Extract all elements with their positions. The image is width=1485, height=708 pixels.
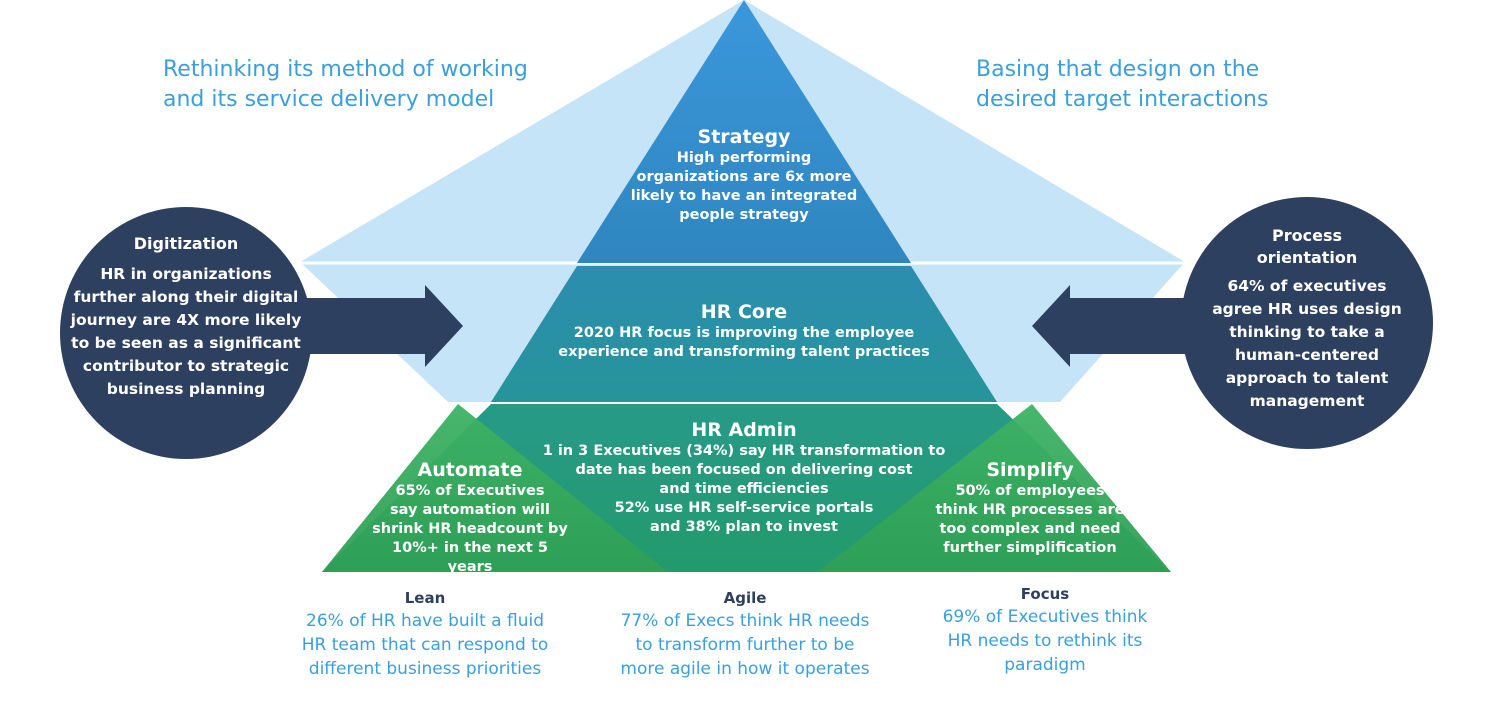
right-note-line: Basing that design on the: [976, 57, 1260, 82]
right-note-line: desired target interactions: [976, 87, 1269, 112]
process-orientation-line: thinking to take a: [1229, 323, 1385, 341]
simplify-line: 50% of employees: [955, 483, 1105, 499]
digitization-line: contributor to strategic: [82, 357, 290, 375]
lean-line: 26% of HR have built a fluid: [306, 611, 544, 631]
strategy-title: Strategy: [697, 126, 791, 148]
focus-line: 69% of Executives think: [942, 607, 1148, 627]
automate-label: Automate 65% of Executives say automatio…: [370, 458, 570, 577]
hr-admin-line: 1 in 3 Executives (34%) say HR transform…: [542, 443, 946, 459]
automate-segment: [322, 404, 668, 572]
process-orientation-text: Process orientation 64% of executives ag…: [1187, 225, 1427, 413]
agile-line: to transform further to be: [635, 635, 855, 655]
digitization-title: Digitization: [133, 234, 239, 253]
simplify-label: Simplify 50% of employees think HR proce…: [930, 458, 1130, 558]
strategy-line: organizations are 6x more: [636, 169, 852, 185]
lean-line: different business priorities: [308, 659, 542, 679]
focus-line: paradigm: [1004, 655, 1086, 675]
hr-admin-line: and time efficiencies: [659, 481, 829, 497]
agile-title: Agile: [723, 589, 767, 607]
process-orientation-line: management: [1249, 392, 1365, 410]
right-arrow-icon: [1032, 285, 1225, 367]
lean-block: Lean 26% of HR have built a fluid HR tea…: [280, 587, 570, 681]
simplify-segment: [818, 404, 1171, 572]
strategy-line: likely to have an integrated: [630, 188, 858, 204]
strategy-line: people strategy: [679, 207, 809, 223]
agile-block: Agile 77% of Execs think HR needs to tra…: [600, 587, 890, 681]
agile-line: 77% of Execs think HR needs: [620, 611, 870, 631]
digitization-circle: [60, 207, 312, 459]
simplify-line: too complex and need: [939, 521, 1121, 537]
hr-admin-label: HR Admin 1 in 3 Executives (34%) say HR …: [534, 418, 954, 537]
focus-title: Focus: [1020, 585, 1070, 603]
lean-title: Lean: [404, 589, 446, 607]
hr-core-label: HR Core 2020 HR focus is improving the e…: [544, 300, 944, 362]
simplify-line: further simplification: [943, 540, 1117, 556]
left-note-line: Rethinking its method of working: [163, 57, 528, 82]
left-top-note: Rethinking its method of working and its…: [163, 55, 583, 115]
automate-line: 65% of Executives: [395, 483, 545, 499]
digitization-text: Digitization HR in organizations further…: [66, 233, 306, 401]
process-orientation-line: agree HR uses design: [1212, 300, 1402, 318]
automate-title: Automate: [417, 459, 523, 481]
hr-admin-line: date has been focused on delivering cost: [575, 462, 913, 478]
hr-core-layer: [491, 266, 997, 402]
left-arrow-icon: [265, 285, 463, 367]
right-top-note: Basing that design on the desired target…: [976, 55, 1316, 115]
focus-block: Focus 69% of Executives think HR needs t…: [910, 583, 1180, 677]
digitization-line: HR in organizations: [100, 265, 272, 283]
automate-line: 10%+ in the next 5 years: [392, 540, 548, 575]
strategy-line: High performing: [676, 150, 812, 166]
strategy-label: Strategy High performing organizations a…: [604, 125, 884, 225]
process-orientation-line: 64% of executives: [1227, 277, 1387, 295]
automate-line: say automation will: [390, 502, 550, 518]
hr-core-line: experience and transforming talent pract…: [558, 344, 930, 360]
hr-core-title: HR Core: [700, 301, 788, 323]
process-orientation-line: human-centered: [1234, 346, 1380, 364]
hr-core-line: 2020 HR focus is improving the employee: [573, 325, 915, 341]
simplify-title: Simplify: [986, 459, 1074, 481]
lean-line: HR team that can respond to: [301, 635, 549, 655]
process-orientation-line: approach to talent: [1225, 369, 1389, 387]
hr-admin-line: and 38% plan to invest: [650, 519, 838, 535]
strategy-layer: [577, 0, 911, 263]
hr-admin-line: 52% use HR self-service portals: [614, 500, 874, 516]
digitization-line: journey are 4X more likely: [70, 311, 302, 329]
automate-line: shrink HR headcount by: [372, 521, 568, 537]
left-note-line: and its service delivery model: [163, 87, 495, 112]
digitization-line: business planning: [106, 380, 266, 398]
process-orientation-circle: [1181, 197, 1433, 449]
agile-line: more agile in how it operates: [620, 659, 870, 679]
hr-admin-title: HR Admin: [691, 419, 797, 441]
process-orientation-title: Process: [1272, 226, 1342, 245]
process-orientation-title: orientation: [1256, 248, 1358, 267]
simplify-line: think HR processes are: [935, 502, 1125, 518]
digitization-line: to be seen as a significant: [71, 334, 301, 352]
focus-line: HR needs to rethink its: [947, 631, 1143, 651]
digitization-line: further along their digital: [73, 288, 299, 306]
